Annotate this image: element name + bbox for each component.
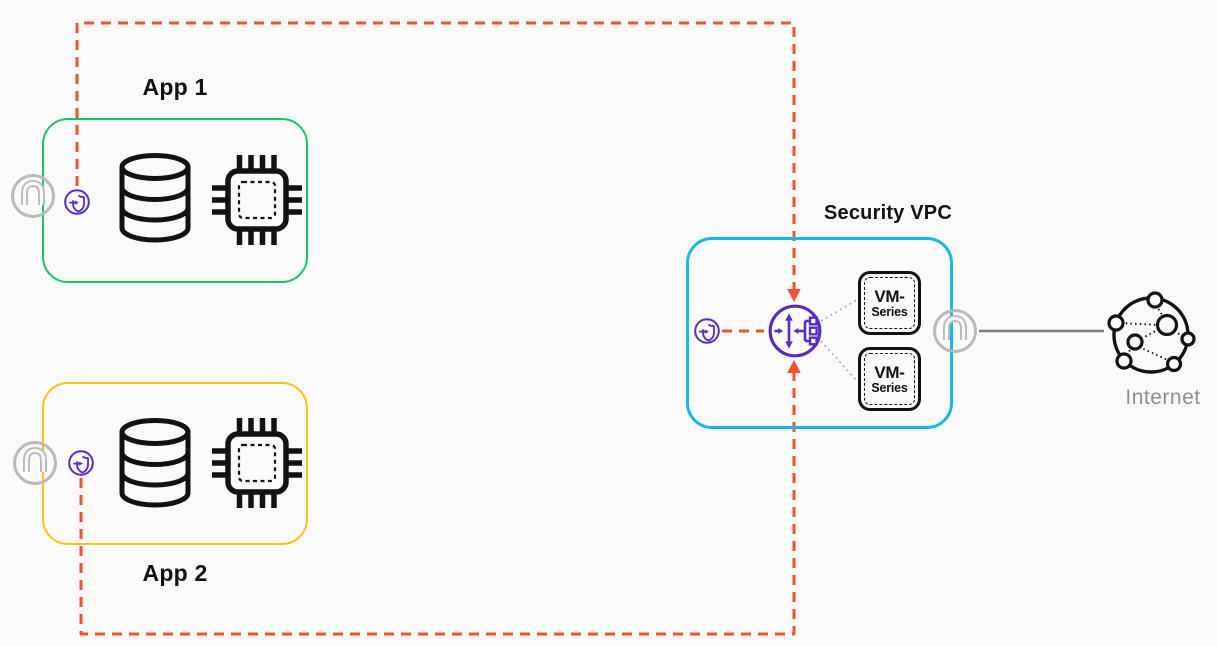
- gwlb-endpoint-icon: [64, 189, 90, 215]
- internet-label: Internet: [1125, 386, 1201, 409]
- arrowhead-down-icon: [787, 289, 801, 302]
- database-icon: [119, 153, 191, 243]
- cpu-chip-icon: [212, 418, 302, 508]
- internet-gateway-icon: [933, 309, 977, 353]
- internet-gateway-icon: [11, 174, 55, 218]
- vm-series-appliance: VM- Series: [858, 347, 921, 411]
- security-vpc-box: [686, 237, 953, 429]
- internet-globe-icon: [1107, 291, 1196, 374]
- cpu-chip-icon: [212, 155, 302, 245]
- vm-series-line2: Series: [871, 380, 908, 395]
- vm-series-line1: VM-: [874, 286, 905, 306]
- gwlb-to-vm2-dotted-line: [820, 340, 858, 382]
- vm-series-inner: VM- Series: [864, 277, 915, 329]
- app2-to-gwlb-dashed-line: [79, 373, 796, 636]
- vm-series-inner: VM- Series: [864, 353, 915, 405]
- vm-series-appliance: VM- Series: [858, 271, 921, 335]
- gwlb-to-vm1-dotted-line: [820, 299, 858, 322]
- security-vpc-label: Security VPC: [823, 202, 952, 224]
- app2-label: App 2: [142, 560, 208, 586]
- internet-gateway-icon: [13, 441, 57, 485]
- gwlb-endpoint-icon: [68, 450, 94, 476]
- gateway-load-balancer-icon: [768, 304, 822, 358]
- vm-series-line1: VM-: [874, 362, 905, 382]
- app1-label: App 1: [142, 74, 208, 100]
- gwlb-endpoint-icon: [694, 318, 720, 344]
- database-icon: [119, 418, 191, 508]
- vm-series-line2: Series: [871, 304, 908, 319]
- arrowhead-up-icon: [787, 360, 801, 373]
- app1-to-gwlb-dashed-line: [75, 21, 796, 289]
